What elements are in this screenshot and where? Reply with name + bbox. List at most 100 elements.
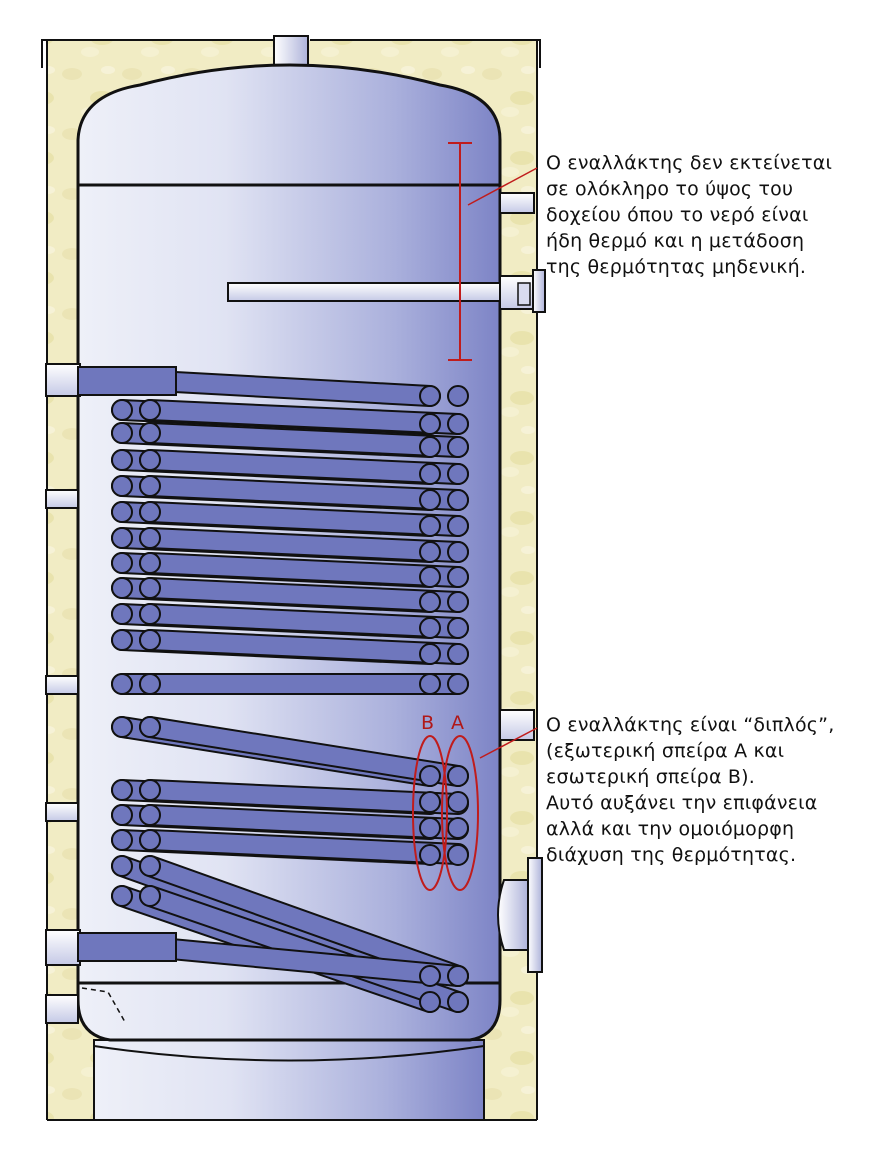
coil-tube-end	[419, 965, 441, 987]
coil-tube-end	[447, 991, 469, 1013]
coil-tube-end	[447, 673, 469, 695]
top-annotation: Ο εναλλάκτης δεν εκτείνεται σε ολόκληρο …	[546, 150, 832, 280]
drain-dashed-line	[81, 987, 126, 1023]
coil-tube-end	[139, 422, 161, 444]
coil-tube-end	[111, 629, 133, 651]
coil-tube-end	[139, 716, 161, 738]
coil-tube-end	[139, 855, 161, 877]
coil-tube-end	[419, 436, 441, 458]
right-connections	[497, 192, 543, 973]
coil-tube-end	[111, 552, 133, 574]
top-annotation-line: δοχείου όπου το νερό είναι	[546, 204, 809, 226]
coil-tube-end	[447, 436, 469, 458]
coil-tube-end	[139, 449, 161, 471]
coil-tube-end	[447, 643, 469, 665]
coil-tube	[141, 554, 467, 586]
left-connections	[45, 363, 81, 1024]
coil-tube-end	[139, 673, 161, 695]
coil-tube-end	[419, 463, 441, 485]
coil-tube-end	[447, 385, 469, 407]
top-annotation-line: ήδη θερμό και η μετάδοση	[546, 230, 805, 252]
coil-tube-end	[447, 765, 469, 787]
coil-tube-end	[139, 603, 161, 625]
coil-tube-end	[139, 577, 161, 599]
coil-tube	[141, 529, 467, 561]
coil-tube-end	[139, 829, 161, 851]
coil-tube-end	[419, 817, 441, 839]
bottom-annotation-line: (εξωτερική σπείρα Α και	[546, 740, 785, 762]
coil-tube	[141, 401, 467, 433]
bottom-annotation-line: Αυτό αυξάνει την επιφάνεια	[546, 792, 818, 814]
coil-tube-end	[419, 617, 441, 639]
coil-tube-end	[111, 603, 133, 625]
top-annotation-line: της θερμότητας μηδενική.	[546, 256, 807, 278]
coil-tube-end	[111, 673, 133, 695]
heat-exchanger-coil	[111, 371, 469, 1013]
coil-tube	[141, 938, 467, 985]
coil-tube-end	[419, 413, 441, 435]
sensor-pocket	[227, 269, 546, 313]
coil-tube-end	[447, 791, 469, 813]
coil-tube-end	[419, 489, 441, 511]
bottom-annotation: Ο εναλλάκτης είναι “διπλός”, (εξωτερική …	[546, 712, 834, 868]
coil-tube	[141, 631, 467, 663]
coil-tube	[141, 477, 467, 509]
coil-tube-end	[139, 552, 161, 574]
coil-tube-end	[111, 885, 133, 907]
coil-tube	[141, 503, 467, 535]
top-annotation-line: Ο εναλλάκτης δεν εκτείνεται	[546, 152, 833, 174]
coil-label-b: B	[421, 712, 434, 734]
coil-tube-end	[139, 885, 161, 907]
coil-tube-end	[111, 422, 133, 444]
bottom-annotation-line: εσωτερική σπείρα Β).	[546, 766, 755, 788]
coil-tube-end	[139, 629, 161, 651]
coil-tube	[141, 605, 467, 637]
coil-tube-end	[111, 501, 133, 523]
coil-tube	[141, 451, 467, 483]
coil-label-a: A	[451, 712, 464, 734]
coil-tube-end	[447, 817, 469, 839]
coil-tube-end	[447, 617, 469, 639]
coil-tube-end	[111, 475, 133, 497]
coil-tube-end	[447, 541, 469, 563]
bottom-callout-leader	[479, 727, 538, 759]
coil-tube-end	[419, 591, 441, 613]
coil-tube	[141, 424, 467, 456]
coil-tube-end	[447, 515, 469, 537]
inner-coil-ellipse	[412, 735, 448, 891]
coil-tube-end	[447, 463, 469, 485]
outer-coil-ellipse	[441, 735, 479, 891]
coil-tube-end	[419, 673, 441, 695]
coil-tube	[141, 831, 467, 863]
coil-tube-end	[419, 566, 441, 588]
coil-tube-end	[447, 413, 469, 435]
coil-tube-end	[111, 577, 133, 599]
coil-tube-end	[419, 515, 441, 537]
coil-tube-end	[447, 566, 469, 588]
coil-tube-end	[447, 965, 469, 987]
coil-tube	[141, 579, 467, 611]
coil-tube	[141, 806, 467, 838]
coil-tube-end	[419, 991, 441, 1013]
coil-tube-end	[139, 779, 161, 801]
coil-tube-end	[139, 399, 161, 421]
coil-tube-end	[111, 449, 133, 471]
coil-tube-end	[139, 804, 161, 826]
coil-tube-end	[419, 643, 441, 665]
coil-tube	[141, 857, 467, 985]
coil-tube-end	[419, 541, 441, 563]
coil-tube-end	[111, 399, 133, 421]
coil-tube-end	[111, 829, 133, 851]
top-callout-leader	[467, 167, 538, 206]
coil-tube	[166, 373, 439, 405]
coil-tube-end	[419, 765, 441, 787]
coil-tube-end	[111, 779, 133, 801]
coil-tube-end	[111, 804, 133, 826]
tank-base	[93, 1039, 485, 1121]
coil-tube	[141, 781, 467, 813]
top-annotation-line: σε ολόκληρο το ύψος του	[546, 178, 794, 200]
coil-tube	[141, 718, 467, 785]
bottom-annotation-line: αλλά και την ομοιόμορφη	[546, 818, 795, 840]
height-marker	[448, 142, 472, 361]
